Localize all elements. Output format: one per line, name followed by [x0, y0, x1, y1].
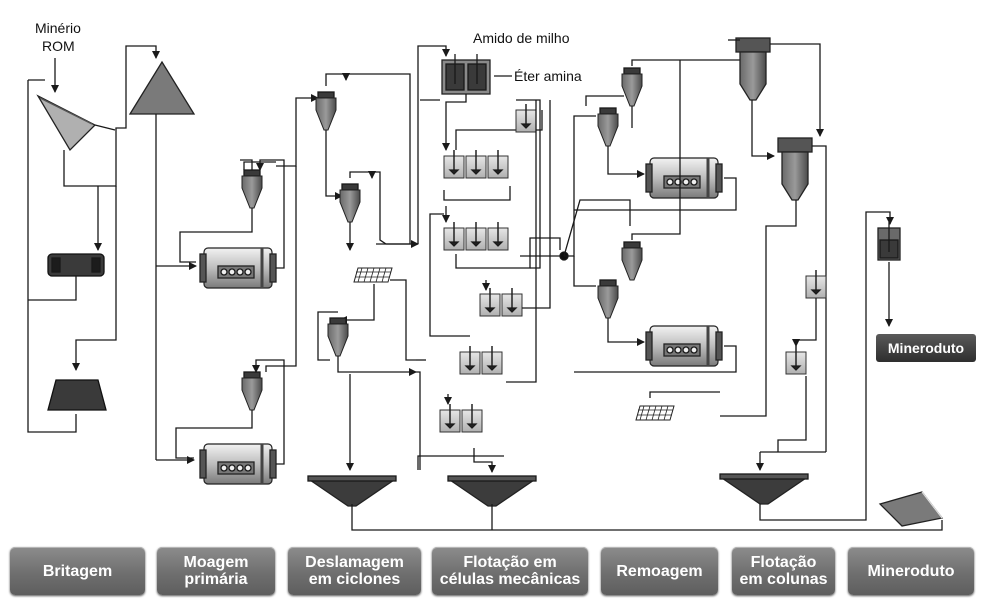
- mineroduto-tag: Mineroduto: [876, 334, 976, 362]
- stage-bar: Britagem Moagem primária Deslamagem em c…: [8, 543, 976, 601]
- stage-flotacao-mecanica: Flotação em células mecânicas: [432, 547, 588, 595]
- eter-amina-label: Éter amina: [514, 68, 582, 84]
- stage-britagem: Britagem: [10, 547, 145, 595]
- stage-remoagem: Remoagem: [601, 547, 718, 595]
- britagem-area: [27, 45, 196, 433]
- mineroduto-area: [351, 222, 944, 531]
- rom-label-line1: Minério: [35, 20, 81, 36]
- amido-label: Amido de milho: [473, 30, 570, 46]
- stage-deslamagem: Deslamagem em ciclones: [288, 547, 421, 595]
- stage-mineroduto: Mineroduto: [848, 547, 974, 595]
- remoagem-area: [563, 59, 740, 421]
- stage-moagem-primaria: Moagem primária: [157, 547, 275, 595]
- rom-label-line2: ROM: [42, 38, 75, 54]
- flotacao-mecanica-area: [307, 45, 569, 507]
- moagem-area: [155, 94, 319, 486]
- deslamagem-area: [315, 73, 419, 471]
- stage-flotacao-colunas: Flotação em colunas: [732, 547, 835, 595]
- flotacao-colunas-area: [719, 37, 894, 521]
